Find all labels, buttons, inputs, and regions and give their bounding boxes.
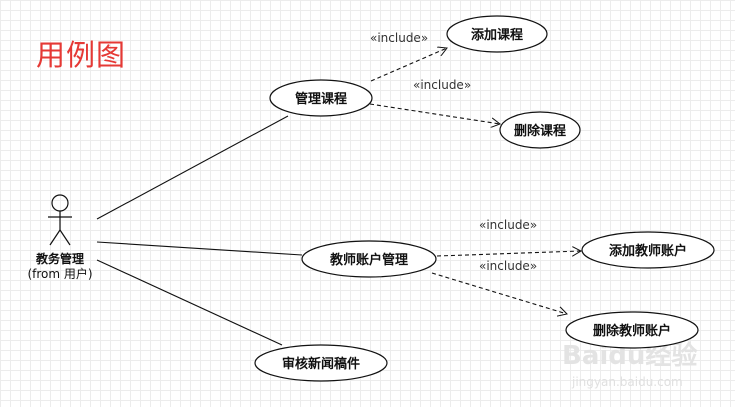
include-delete-teacher-arrow [431, 272, 567, 314]
include-label-2: «include» [413, 78, 471, 92]
include-label-3: «include» [479, 218, 537, 232]
actor-left-leg [49, 229, 61, 246]
include-add-course-arrow [370, 48, 447, 82]
use-case-label: 删除教师账户 [593, 323, 671, 339]
use-case-label: 添加教师账户 [609, 243, 687, 259]
use-case-delete-course[interactable]: 删除课程 [499, 111, 581, 149]
actor-stick-figure[interactable] [48, 194, 72, 246]
include-label-1: «include» [370, 31, 428, 45]
association-review-news [96, 259, 283, 346]
use-case-label: 审核新闻稿件 [282, 356, 360, 372]
include-add-teacher-arrow [436, 251, 581, 257]
use-case-delete-teacher-account[interactable]: 删除教师账户 [565, 311, 699, 349]
include-delete-course-arrow [369, 103, 500, 124]
use-case-manage-courses[interactable]: 管理课程 [269, 79, 373, 117]
use-case-add-teacher-account[interactable]: 添加教师账户 [581, 231, 715, 269]
use-case-label: 教师账户管理 [329, 252, 408, 268]
include-dependencies [369, 48, 581, 314]
use-case-review-news[interactable]: 审核新闻稿件 [254, 344, 388, 382]
actor-from: (from 用户) [27, 266, 92, 281]
use-case-label: 添加课程 [471, 27, 523, 43]
association-teacher-account [96, 241, 303, 256]
association-manage-courses [96, 115, 289, 220]
include-label-4: «include» [479, 259, 537, 273]
watermark-sub: jingyan.baidu.com [571, 375, 683, 389]
actor-head [51, 194, 69, 212]
use-case-label: 管理课程 [295, 91, 347, 107]
use-case-label: 删除课程 [514, 123, 566, 139]
use-case-add-course[interactable]: 添加课程 [446, 15, 548, 53]
associations [96, 115, 303, 346]
diagram-title: 用例图 [36, 38, 127, 72]
use-case-teacher-account-management[interactable]: 教师账户管理 [301, 240, 437, 278]
actor-right-leg [59, 229, 71, 246]
actor-name: 教务管理 [35, 251, 84, 266]
